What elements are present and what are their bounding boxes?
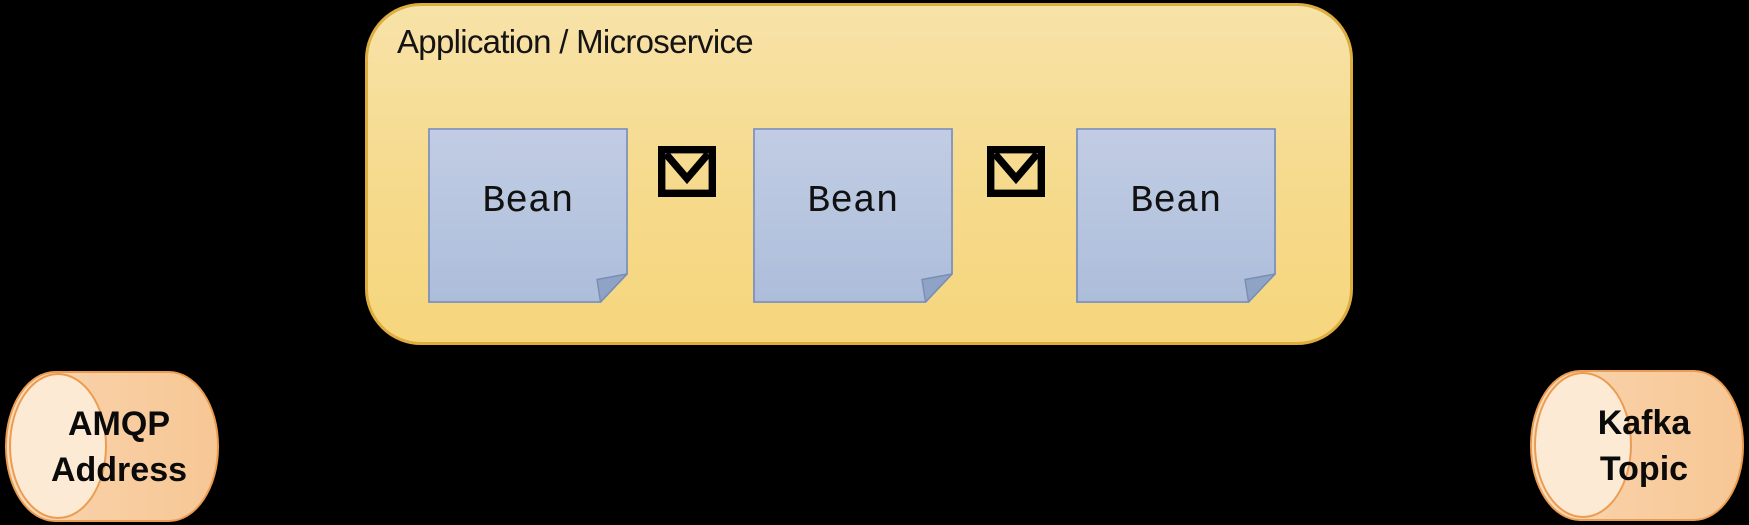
envelope-icon bbox=[658, 146, 716, 197]
application-title: Application / Microservice bbox=[397, 23, 754, 60]
page-fold bbox=[921, 273, 953, 303]
bean-box-1: Bean bbox=[428, 128, 628, 303]
bean-shape bbox=[753, 128, 953, 303]
bean-shape bbox=[1076, 128, 1276, 303]
kafka-label-line1: Kafka bbox=[1597, 403, 1691, 442]
bean-box-3: Bean bbox=[1076, 128, 1276, 303]
kafka-topic-label: Kafka Topic bbox=[1532, 372, 1742, 519]
amqp-address-label: AMQP Address bbox=[7, 373, 217, 520]
page-fold bbox=[596, 273, 628, 303]
bean-label: Bean bbox=[1130, 180, 1222, 223]
arrowhead-amqp bbox=[99, 345, 125, 370]
amqp-label-line2: Address bbox=[50, 450, 188, 489]
bean-box-2: Bean bbox=[753, 128, 953, 303]
page-fold bbox=[1244, 273, 1276, 303]
amqp-address-cylinder: AMQP Address bbox=[5, 371, 219, 522]
bean-label: Bean bbox=[807, 180, 899, 223]
envelope-icon bbox=[987, 146, 1045, 197]
bean-note-outline bbox=[1076, 128, 1276, 303]
bean-label: Bean bbox=[482, 180, 574, 223]
kafka-topic-cylinder: Kafka Topic bbox=[1530, 370, 1744, 521]
kafka-label-line2: Topic bbox=[1599, 449, 1689, 488]
bean-shape bbox=[428, 128, 628, 303]
cylinder-cap bbox=[1534, 372, 1632, 518]
bean-note-outline bbox=[428, 128, 628, 303]
bean-note-outline bbox=[753, 128, 953, 303]
cylinder-cap bbox=[9, 373, 107, 519]
amqp-label-line1: AMQP bbox=[68, 404, 170, 443]
